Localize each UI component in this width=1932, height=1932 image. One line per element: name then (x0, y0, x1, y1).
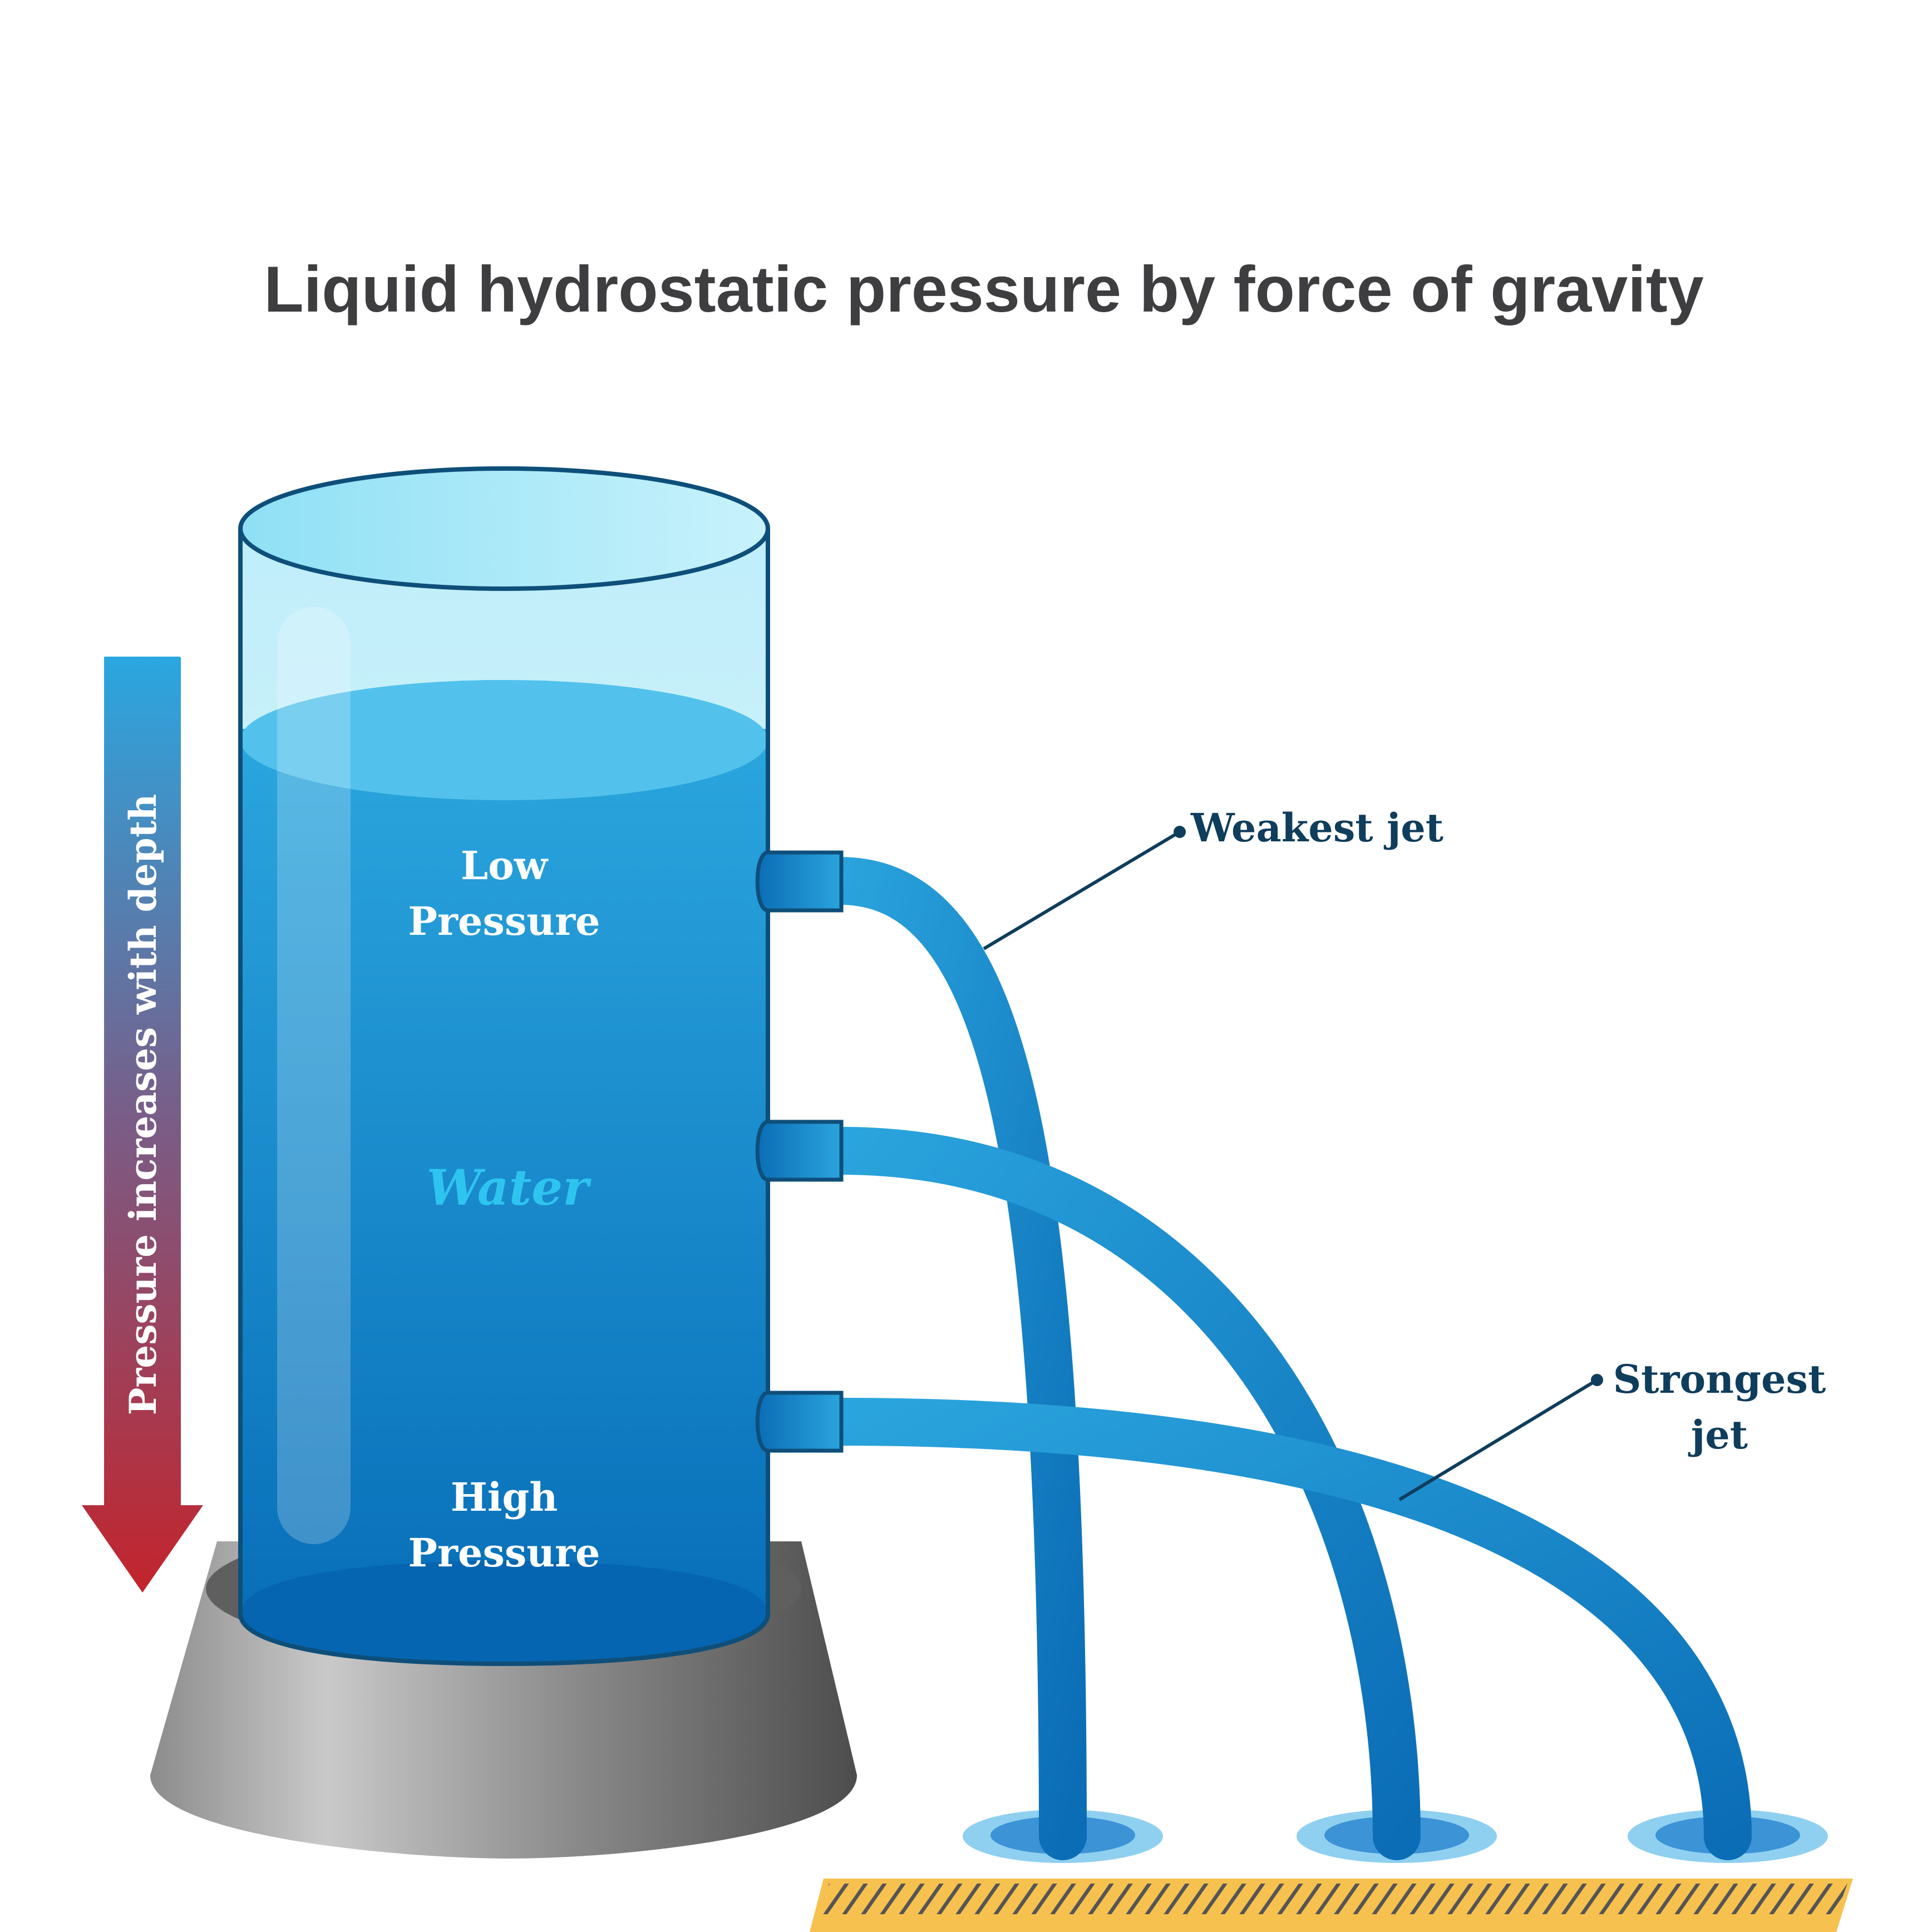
nozzle-middle (755, 1120, 844, 1182)
nozzle-bottom (755, 1391, 844, 1453)
low-pressure-label-line1: Low (461, 842, 549, 889)
strongest-jet-label-line1: Strongest (1613, 1356, 1826, 1402)
nozzle-top (755, 850, 844, 913)
jet-weak (816, 857, 1087, 1860)
water-surface (240, 680, 768, 800)
jet-strong (816, 1398, 1752, 1860)
water-tank (238, 466, 770, 1667)
water-jets (816, 857, 1752, 1860)
tank-rim (238, 466, 770, 591)
water-label: Water (426, 1159, 592, 1216)
jet-middle (816, 1127, 1421, 1860)
high-pressure-label-line2: Pressure (408, 1530, 600, 1576)
strongest-jet-label-line2: jet (1688, 1412, 1748, 1458)
high-pressure-label-line1: High (451, 1474, 558, 1520)
weakest-jet-callout (983, 826, 1186, 950)
depth-arrow (82, 657, 203, 1593)
strongest-jet-callout (1398, 1374, 1603, 1501)
ground-hatch (818, 1884, 1847, 1914)
weakest-jet-label: Weakest jet (1190, 805, 1443, 851)
glass-highlight (277, 607, 351, 1544)
depth-arrow-text: Pressure increases with depth (121, 794, 165, 1416)
diagram-title: Liquid hydrostatic pressure by force of … (264, 253, 1704, 326)
low-pressure-label-line2: Pressure (408, 898, 600, 944)
